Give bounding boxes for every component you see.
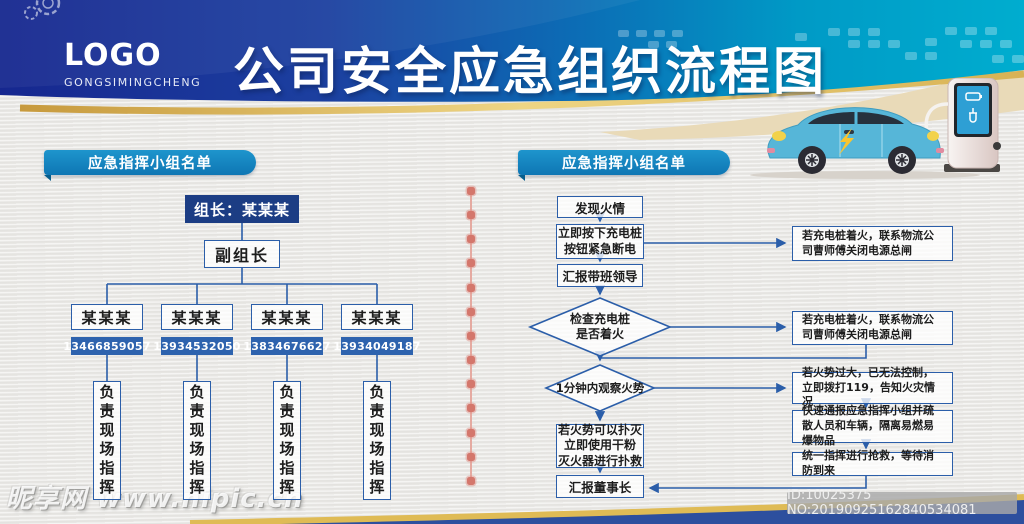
org-member-duty: 负责现场指挥 [363,381,391,500]
logo-subtext: GONGSIMINGCHENG [64,76,202,89]
org-member-duty: 负责现场指挥 [93,381,121,500]
dash-pattern [618,27,1024,63]
flow-side-box: 若火势过大，已无法控制，立即拨打119，告知火灾情况 [792,366,953,408]
flow-step1: 发现火情 [557,196,643,218]
divider-dot [466,452,475,461]
banner-shape [0,0,1024,102]
divider-dot [466,380,475,389]
flow-side-box: 若充电桩着火，联系物流公司曹师傅关闭电源总闸 [792,226,953,261]
org-member-name: 某某某 [71,304,143,330]
gear-icon [24,0,61,20]
org-deputy-box: 副组长 [204,240,280,268]
divider-dot [466,235,475,244]
poster-title: 公司安全应急组织流程图 [232,43,827,102]
divider-dot [466,283,475,292]
org-member-duty: 负责现场指挥 [273,381,301,500]
org-member-name: 某某某 [341,304,413,330]
flow-decision2: 1分钟内观察火势 [555,381,645,395]
ev-car-charging-illustration [750,78,1001,179]
flow-side-box: 统一指挥进行抢救，等待消防到来 [792,449,953,477]
logo-text: LOGO [64,38,162,73]
divider-dots [466,187,475,485]
flow-side-box: 若充电桩着火，联系物流公司曹师傅关闭电源总闸 [792,311,953,345]
lightning-icon [839,128,854,155]
ground-shadow [750,171,980,179]
org-member-name: 某某某 [161,304,233,330]
left-panel-header: 应急指挥小组名单 [44,150,256,181]
org-member-phone: 13934532050 [153,337,240,355]
divider-dot [466,259,475,268]
divider-dot [466,187,475,195]
org-leader-box: 组长：某某某 [185,195,299,223]
id-badge: ID:10025375 NO:20190925162840534081 [787,488,1017,518]
car-icon [767,107,944,174]
banner-sheen [0,0,640,88]
flow-step3: 汇报带班领导 [557,264,643,287]
org-member-name: 某某某 [251,304,323,330]
flow-step2: 立即按下充电桩 按钮紧急断电 [556,224,644,259]
flow-decision1: 检查充电桩 是否着火 [569,311,630,341]
flow-step4: 若火势可以扑灭 立即使用干粉 灭火器进行扑救 [556,422,644,468]
divider-dot [466,404,475,413]
divider-dot [466,476,475,485]
divider-dot [466,331,475,340]
right-panel-header: 应急指挥小组名单 [518,150,730,181]
flow-step5: 汇报董事长 [556,475,644,498]
divider-dot [466,211,475,220]
charging-station-icon [947,78,1001,169]
flow-side-box: 快速通报应急指挥小组并疏散人员和车辆，隔离易燃易爆物品 [792,404,953,447]
banner [0,0,1024,140]
gold-ribbon [19,70,1024,115]
beige-band [600,62,1024,140]
org-member-phone: 13934049187 [333,337,420,355]
org-member-duty: 负责现场指挥 [183,381,211,500]
org-member-phone: 13834676627 [243,337,330,355]
divider-dot [466,428,475,437]
watermark: 昵享网 www.nipic.cn [6,484,304,514]
divider-dot [466,307,475,316]
charging-cable [924,102,949,133]
org-member-phone: 13466859057 [63,337,150,355]
divider-dot [466,356,475,365]
